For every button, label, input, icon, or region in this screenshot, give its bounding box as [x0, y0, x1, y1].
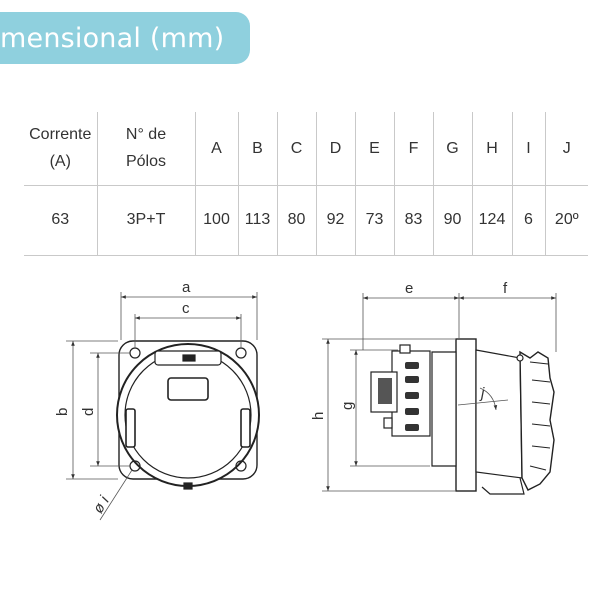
label-j: j	[479, 385, 485, 402]
label-phi-i: ø i	[90, 493, 114, 517]
label-c: c	[182, 300, 190, 317]
cell-f: 83	[393, 185, 433, 255]
cell-polos: 3P+T	[96, 185, 195, 255]
header-e: E	[354, 112, 394, 186]
label-a: a	[182, 279, 191, 296]
cell-a: 100	[194, 185, 238, 255]
cell-h: 124	[471, 185, 512, 255]
front-view	[116, 340, 260, 490]
label-e: e	[405, 280, 413, 297]
header-i: I	[511, 112, 545, 186]
cell-j: 20º	[544, 185, 588, 255]
cell-corrente: 63	[51, 211, 70, 228]
header-b: B	[237, 112, 277, 186]
banner-title: mensional (mm)	[0, 23, 225, 54]
cell-i: 6	[511, 185, 545, 255]
section-banner: mensional (mm)	[0, 12, 250, 64]
side-view-labels: e f h g j	[310, 280, 508, 420]
cell-g: 90	[432, 185, 472, 255]
label-g: g	[339, 402, 356, 410]
technical-drawing: a c b d ø i	[54, 279, 557, 521]
cell-b: 113	[237, 185, 277, 255]
label-h: h	[310, 412, 327, 420]
side-view	[370, 338, 555, 495]
front-view-dimensions	[66, 292, 258, 521]
table-row: 63 3P+T 100 113 80 92 73 83 90 124 6 20º	[24, 185, 588, 255]
label-f: f	[503, 280, 508, 297]
terminal-screws	[405, 362, 419, 431]
header-g: G	[432, 112, 472, 186]
header-polos: N° de Pólos	[96, 112, 195, 186]
cell-c: 80	[276, 185, 316, 255]
table-header-row: Corrente (A) N° de Pólos A B C D E F G H…	[24, 112, 588, 186]
side-view-dimensions	[322, 293, 557, 492]
header-f: F	[393, 112, 433, 186]
header-d: D	[315, 112, 355, 186]
header-corrente: Corrente (A)	[24, 112, 97, 186]
cell-e: 73	[354, 185, 394, 255]
cell-d: 92	[315, 185, 355, 255]
header-h: H	[471, 112, 512, 186]
header-j: J	[544, 112, 588, 186]
dimension-table: Corrente (A) N° de Pólos A B C D E F G H…	[24, 112, 588, 256]
label-b: b	[54, 408, 71, 416]
header-c: C	[276, 112, 316, 186]
header-a: A	[194, 112, 238, 186]
label-d: d	[80, 408, 97, 416]
